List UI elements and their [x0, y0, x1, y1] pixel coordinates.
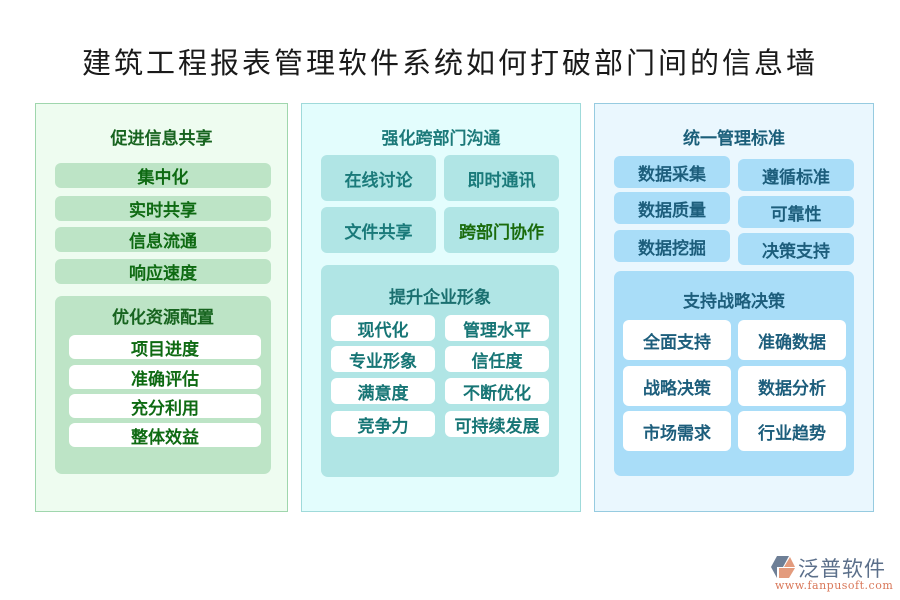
- item-online-discussion: 在线讨论: [321, 155, 436, 201]
- item-accurate-data: 准确数据: [738, 320, 846, 360]
- panel-unified-standards: 统一管理标准 数据采集 遵循标准 数据质量 可靠性 数据挖掘 决策支持 支持战略…: [594, 103, 874, 512]
- item-response-speed: 响应速度: [55, 259, 271, 284]
- panel-title: 统一管理标准: [683, 129, 785, 149]
- item-overall-benefit: 整体效益: [69, 423, 261, 448]
- item-data-mining: 数据挖掘: [614, 230, 730, 262]
- item-decision-support: 决策支持: [738, 233, 854, 265]
- sub-strategic-decision: 支持战略决策 全面支持 准确数据 战略决策 数据分析 市场需求 行业趋势: [614, 271, 854, 476]
- item-data-collection: 数据采集: [614, 156, 730, 188]
- item-strategic-decision: 战略决策: [623, 366, 731, 406]
- item-industry-trend: 行业趋势: [738, 411, 846, 451]
- item-comprehensive-support: 全面支持: [623, 320, 731, 360]
- sub-title: 提升企业形象: [389, 288, 491, 308]
- item-trust: 信任度: [445, 346, 549, 372]
- item-instant-messaging: 即时通讯: [444, 155, 559, 201]
- item-management-level: 管理水平: [445, 315, 549, 341]
- item-market-demand: 市场需求: [623, 411, 731, 451]
- panel-title: 强化跨部门沟通: [381, 129, 501, 149]
- item-data-quality: 数据质量: [614, 192, 730, 224]
- item-centralization: 集中化: [55, 163, 271, 188]
- item-realtime-sharing: 实时共享: [55, 196, 271, 221]
- sub-title: 优化资源配置: [112, 308, 214, 328]
- brand-url: www.fanpusoft.com: [775, 579, 894, 592]
- item-project-progress: 项目进度: [69, 335, 261, 360]
- panel-cross-dept-communication: 强化跨部门沟通 在线讨论 即时通讯 文件共享 跨部门协作 提升企业形象 现代化 …: [301, 103, 581, 512]
- item-continuous-optimization: 不断优化: [445, 378, 549, 404]
- sub-title: 支持战略决策: [683, 292, 785, 312]
- item-accurate-assessment: 准确评估: [69, 365, 261, 390]
- item-reliability: 可靠性: [738, 196, 854, 228]
- item-info-flow: 信息流通: [55, 227, 271, 252]
- item-data-analysis: 数据分析: [738, 366, 846, 406]
- item-professional-image: 专业形象: [331, 346, 435, 372]
- sub-enterprise-image: 提升企业形象 现代化 管理水平 专业形象 信任度 满意度 不断优化 竞争力 可持…: [321, 265, 559, 477]
- fanpu-logo-icon: [771, 556, 795, 578]
- brand-name: 泛普软件: [798, 557, 886, 581]
- item-full-utilization: 充分利用: [69, 394, 261, 419]
- panel-info-sharing: 促进信息共享 集中化 实时共享 信息流通 响应速度 优化资源配置 项目进度 准确…: [35, 103, 288, 512]
- item-modernization: 现代化: [331, 315, 435, 341]
- panel-title: 促进信息共享: [110, 129, 213, 149]
- item-competitiveness: 竞争力: [331, 411, 435, 437]
- page-title: 建筑工程报表管理软件系统如何打破部门间的信息墙: [81, 46, 818, 80]
- item-cross-dept-collaboration: 跨部门协作: [444, 207, 559, 253]
- item-follow-standards: 遵循标准: [738, 159, 854, 191]
- brand-logo: 泛普软件 www.fanpusoft.com: [770, 553, 895, 593]
- sub-resource-allocation: 优化资源配置 项目进度 准确评估 充分利用 整体效益: [55, 296, 271, 474]
- item-satisfaction: 满意度: [331, 378, 435, 404]
- item-sustainable-development: 可持续发展: [445, 411, 549, 437]
- item-file-sharing: 文件共享: [321, 207, 436, 253]
